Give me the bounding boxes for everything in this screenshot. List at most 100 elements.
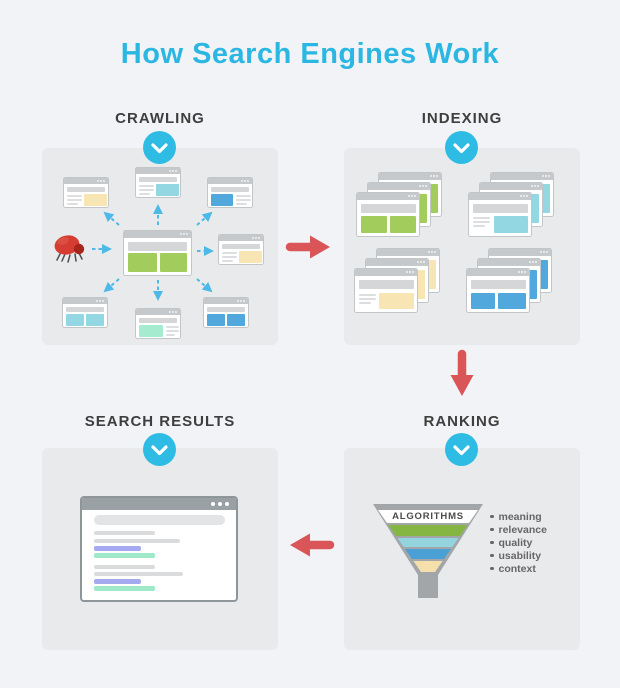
search-results-label: SEARCH RESULTS — [84, 413, 236, 430]
page-header-block — [139, 177, 177, 182]
webpage-thumbnail — [135, 308, 181, 339]
page-header-block — [66, 307, 104, 312]
crawl-link-arrows — [92, 204, 214, 301]
content-block — [160, 253, 187, 272]
criterion-label: relevance — [498, 523, 547, 536]
criterion-label: quality — [498, 536, 533, 549]
window-dots-icon — [103, 180, 105, 182]
content-block — [361, 216, 387, 233]
window-dots-icon — [526, 195, 528, 197]
bullet-dot — [490, 566, 494, 571]
window-dots-icon — [524, 271, 526, 273]
webpage-thumbnail — [354, 268, 418, 313]
window-dots-icon — [243, 300, 245, 302]
webpage-thumbnail — [218, 234, 264, 265]
window-dots-icon — [175, 311, 177, 313]
window-dots-icon — [537, 185, 539, 187]
window-titlebar — [491, 173, 553, 180]
window-titlebar — [64, 178, 108, 184]
content-block — [211, 194, 233, 206]
ranking-criteria-list: meaning relevance quality usability cont… — [490, 510, 547, 575]
window-titlebar — [489, 249, 551, 256]
result-line — [94, 565, 155, 569]
text-lines — [166, 326, 179, 338]
page-stack-cyan — [468, 172, 556, 238]
indexing-card — [344, 148, 580, 345]
chevron-down-icon — [143, 131, 176, 164]
window-titlebar — [467, 269, 529, 276]
window-dots-icon — [434, 251, 436, 253]
window-dots-icon — [186, 233, 188, 235]
ranking-label: RANKING — [423, 413, 501, 430]
criterion-label: usability — [498, 549, 542, 562]
page-header-block — [207, 307, 245, 312]
window-dots-icon — [423, 261, 425, 263]
page-stack-green — [356, 172, 444, 238]
window-titlebar — [469, 193, 531, 200]
content-block — [156, 184, 179, 196]
webpage-thumbnail — [466, 268, 530, 313]
window-titlebar — [208, 178, 252, 184]
window-titlebar — [136, 309, 180, 315]
page-header-block — [359, 280, 414, 289]
content-block — [207, 314, 225, 326]
window-dots-icon — [175, 170, 177, 172]
window-titlebar — [379, 173, 441, 180]
page-header-block — [222, 244, 260, 249]
page-header-block — [211, 187, 249, 192]
content-block — [139, 325, 163, 337]
text-lines — [139, 185, 154, 197]
content-block — [379, 293, 414, 309]
page-header-block — [67, 187, 105, 192]
webpage-thumbnail — [356, 192, 420, 237]
content-block — [494, 216, 528, 233]
crawling-label: CRAWLING — [115, 110, 205, 127]
webpage-thumbnail — [62, 297, 108, 328]
window-dots-icon — [548, 175, 550, 177]
window-titlebar — [368, 183, 430, 190]
ranking-criterion: context — [490, 562, 547, 575]
window-dots-icon — [225, 502, 229, 506]
content-block — [471, 293, 495, 309]
text-lines — [473, 217, 490, 229]
content-block — [498, 293, 526, 309]
webpage-thumbnail — [468, 192, 532, 237]
chevron-down-icon — [445, 433, 478, 466]
indexing-label: INDEXING — [421, 110, 503, 127]
result-link-line — [94, 546, 141, 551]
chevron-down-icon — [445, 131, 478, 164]
window-dots-icon — [535, 261, 537, 263]
funnel-label: ALGORITHMS — [392, 511, 464, 522]
content-block — [227, 314, 245, 326]
page-title: How Search Engines Work — [120, 38, 500, 70]
window-titlebar — [366, 259, 428, 266]
window-titlebar — [478, 259, 540, 266]
window-titlebar — [124, 231, 191, 238]
content-block — [66, 314, 84, 326]
content-block — [239, 251, 262, 263]
window-dots-icon — [425, 185, 427, 187]
window-titlebar — [219, 235, 263, 241]
window-dots-icon — [546, 251, 548, 253]
search-bar — [94, 515, 225, 525]
ranking-criterion: meaning — [490, 510, 547, 523]
result-link-line — [94, 579, 141, 584]
content-block — [390, 216, 416, 233]
arrow-right-icon — [285, 235, 330, 259]
spider-icon — [54, 235, 85, 263]
webpage-thumbnail — [207, 177, 253, 208]
window-titlebar — [377, 249, 439, 256]
page-stack-blue — [466, 248, 554, 314]
text-lines — [67, 195, 82, 207]
content-block — [128, 253, 157, 272]
window-titlebar — [136, 168, 180, 174]
content-block — [84, 194, 107, 206]
arrow-left-icon — [290, 533, 335, 557]
window-titlebar — [204, 298, 248, 304]
webpage-thumbnail — [203, 297, 249, 328]
result-line — [94, 539, 180, 543]
text-lines — [222, 252, 237, 264]
result-url-line — [94, 553, 155, 558]
window-dots-icon — [414, 195, 416, 197]
